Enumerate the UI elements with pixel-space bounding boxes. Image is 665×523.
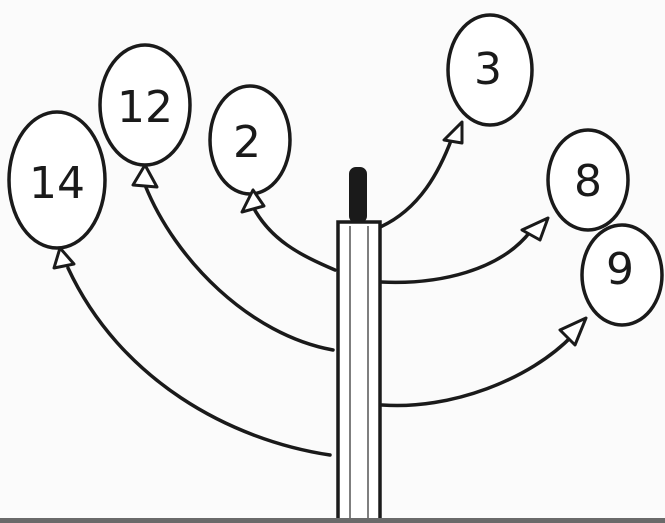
balloon-12: 12 [98, 43, 192, 189]
balloon-12-label: 12 [117, 82, 173, 133]
balloon-8-knot [520, 216, 550, 242]
balloon-14-knot [52, 246, 76, 270]
balloon-9-knot [558, 316, 588, 347]
balloon-14-label: 14 [29, 158, 85, 209]
balloon-2-knot [240, 188, 266, 214]
post-cap [349, 167, 367, 223]
balloon-8-body [546, 128, 630, 232]
balloon-14: 14 [7, 110, 107, 270]
balloon-8: 8 [520, 128, 630, 242]
string-12 [143, 183, 335, 352]
string-14 [66, 266, 332, 457]
balloon-9: 9 [558, 223, 664, 347]
string-9 [380, 333, 575, 408]
balloon-3-knot [442, 120, 464, 145]
balloon-12-knot [131, 163, 159, 189]
string-3 [376, 136, 454, 230]
balloon-9-body [580, 223, 664, 327]
balloon-3-body [446, 13, 534, 127]
balloon-14-body [7, 110, 107, 250]
balloon-8-label: 8 [574, 156, 602, 207]
bottom-edge [0, 518, 665, 523]
string-8 [378, 230, 532, 285]
balloon-9-label: 9 [606, 244, 634, 295]
balloon-3: 3 [442, 13, 534, 145]
balloon-3-label: 3 [474, 44, 502, 95]
string-2 [250, 203, 337, 272]
balloon-2-label: 2 [233, 117, 261, 168]
balloon-2: 2 [208, 84, 292, 214]
post [336, 220, 382, 523]
